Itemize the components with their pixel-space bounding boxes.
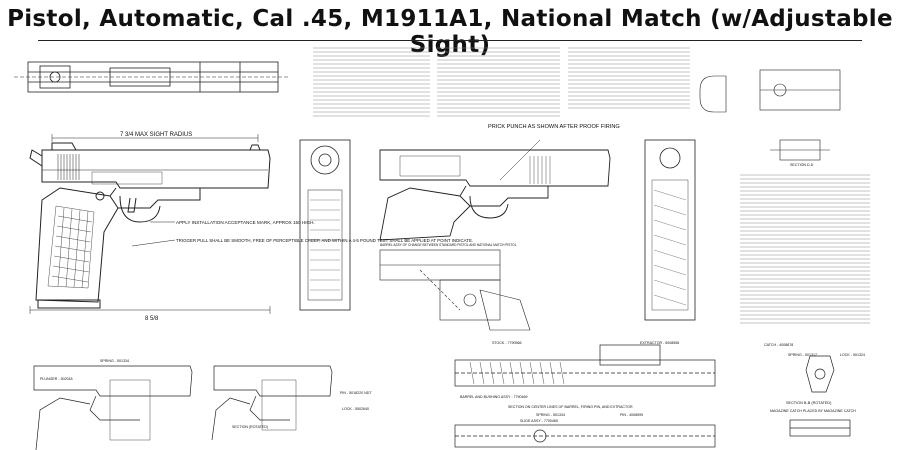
callout-pin-bottom: PIN - 4008599 xyxy=(620,413,643,417)
callout-magazine-catch: MAGAZINE CATCH PLACED BY MAGAZINE CATCH xyxy=(770,409,856,413)
callout-trigger: TRIGGER PULL SHALL BE SMOOTH, FREE OF PE… xyxy=(176,238,473,243)
bottom-left-views xyxy=(33,365,333,450)
callout-section-a: SECTION ON CENTER LINES OF BARREL, FIRIN… xyxy=(508,405,633,409)
blueprint-sheet: 7 3/4 MAX SIGHT RADIUS APPLY INSTALLATIO… xyxy=(14,47,870,450)
callout-sight-radius: 7 3/4 MAX SIGHT RADIUS xyxy=(120,132,192,138)
callout-catch: CATCH - 4008678 xyxy=(764,343,793,347)
callout-spring-bottom: SPRING - 501334 xyxy=(536,413,565,417)
callout-section-d: SECTION D-D xyxy=(790,163,814,167)
grip-checkering xyxy=(47,205,95,289)
grip-front-view xyxy=(644,139,696,321)
callout-section-b: SECTION B-B (ROTATED) xyxy=(786,401,832,405)
poster-title: Pistol, Automatic, Cal .45, M1911A1, Nat… xyxy=(7,6,893,58)
callout-spring-right: SPRING - 501317 xyxy=(788,353,817,357)
sight-detail xyxy=(699,69,841,161)
title-underline xyxy=(38,40,862,41)
callout-spring-top: SPRING - 501334 xyxy=(100,359,129,363)
exploded-detail xyxy=(379,249,531,331)
callout-acceptance: APPLY INSTALLATION ACCEPTANCE MARK, APPR… xyxy=(176,220,315,225)
callout-pin: PIN - 5018220 NDT xyxy=(340,391,372,395)
catch-detail xyxy=(789,355,851,437)
callout-barrel-bushing: BARREL AND BUSHING ASSY - 7790469 xyxy=(460,395,528,399)
notes-text-block xyxy=(313,47,870,324)
callout-slide: SLIDE ASSY - 7790465 xyxy=(520,419,558,423)
center-pistol-view xyxy=(379,139,611,241)
callout-extractor: EXTRACTOR - 5008556 xyxy=(640,341,679,345)
callout-barrel-assy: BARREL ASSY OF CHANGE BETWEEN STANDARD P… xyxy=(380,243,517,247)
top-view-drawing xyxy=(14,61,290,93)
callout-lock-right: LOCK - 501324 xyxy=(840,353,865,357)
callout-stock: STOCK - 7790566 xyxy=(492,341,522,345)
callout-overall-length: 8 5/8 xyxy=(145,316,159,322)
callout-plunger: PLUNGER - 502018 xyxy=(40,377,73,381)
callout-section-view: SECTION (ROTATED) xyxy=(232,425,268,429)
front-view-drawing xyxy=(299,139,351,311)
dimension-lines xyxy=(29,134,271,314)
pistol-side-view xyxy=(29,142,271,309)
callout-lock: LOCK - 5502640 xyxy=(342,407,369,411)
callout-prick-punch: PRICK PUNCH AS SHOWN AFTER PROOF FIRING xyxy=(488,124,620,130)
section-views xyxy=(454,344,716,448)
